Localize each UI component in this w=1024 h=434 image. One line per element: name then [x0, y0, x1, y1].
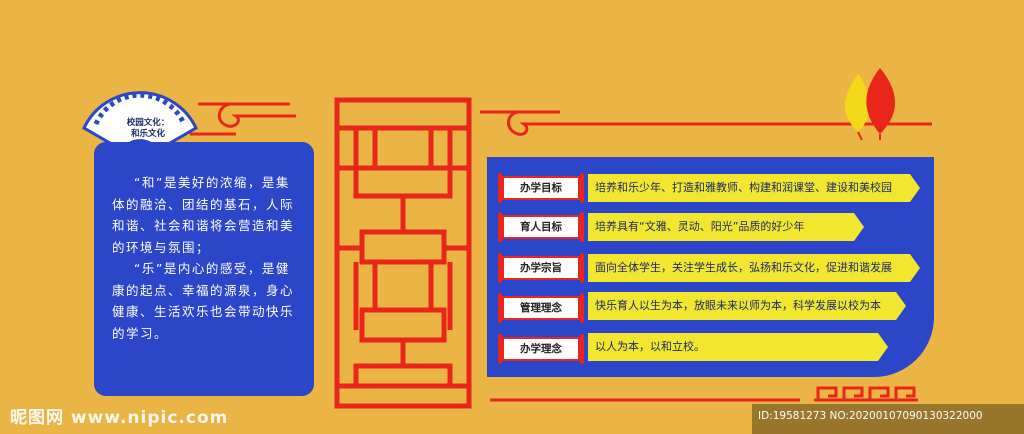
fan-title-line1: 校园文化：	[126, 118, 170, 128]
left-content-panel	[94, 142, 314, 396]
meander-pattern-icon	[814, 386, 918, 402]
ribbon-text-1: 培养和乐少年、打造和雅教师、构建和润课堂、建设和美校园	[588, 174, 920, 202]
ribbon-text-5: 以人为本，以和立校。	[588, 333, 888, 361]
scroll-label-3: 办学宗旨	[498, 253, 584, 283]
fan-title: 校园文化： 和乐文化	[96, 118, 200, 140]
ribbon-text-2: 培养具有“文雅、灵动、阳光”品质的好少年	[588, 213, 864, 241]
fan-title-line2: 和乐文化	[130, 129, 165, 139]
scroll-label-5: 办学理念	[498, 334, 584, 364]
watermark-id: ID:19581273 NO:20200107090130322000	[752, 404, 1024, 434]
cloud-scroll-icon	[190, 102, 932, 136]
left-paragraph: “和”是美好的浓缩，是集体的融洽、团结的基石，人际和谐、社会和谐将会营造和美的环…	[112, 175, 295, 341]
watermark-logo: 昵图网 www.nipic.com	[10, 408, 229, 428]
scroll-label-4: 管理理念	[498, 293, 584, 323]
ribbon-text-3: 面向全体学生，关注学生成长，弘扬和乐文化，促进和谐发展	[588, 254, 920, 282]
leaf-icon	[844, 68, 896, 141]
fan-icon	[82, 91, 198, 152]
lattice-window-icon	[334, 97, 472, 409]
scroll-label-2: 育人目标	[498, 212, 584, 242]
scroll-label-1: 办学目标	[498, 173, 584, 203]
ribbon-text-4: 快乐育人以生为本，放眼未来以师为本，科学发展以校为本	[588, 292, 906, 320]
